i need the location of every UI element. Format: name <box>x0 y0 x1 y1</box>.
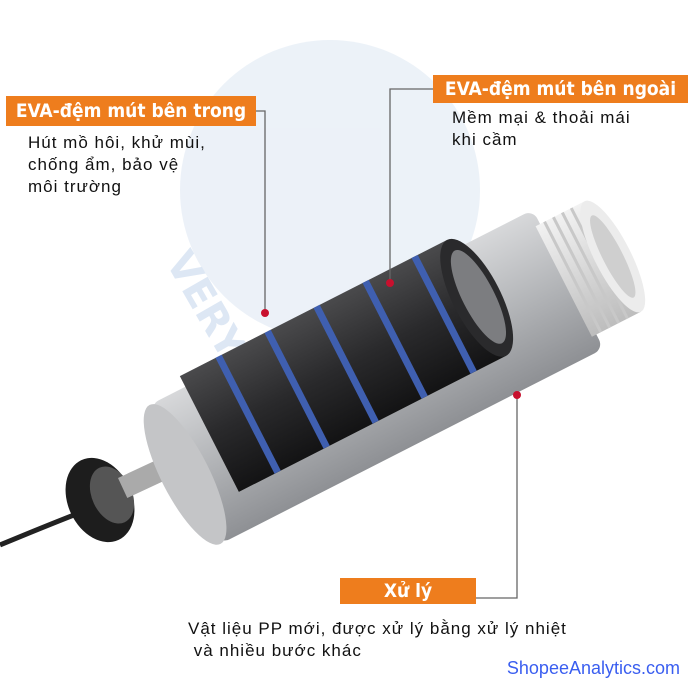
label-inner-foam: EVA-đệm mút bên trong <box>6 96 256 126</box>
desc-inner-foam: Hút mồ hôi, khử mùi, chống ẩm, bảo vệ mô… <box>28 132 258 198</box>
desc-line: môi trường <box>28 177 122 196</box>
swivel-knob <box>65 452 182 543</box>
marker-dot <box>513 391 521 399</box>
label-outer-foam: EVA-đệm mút bên ngoài <box>433 75 688 103</box>
desc-processing: Vật liệu PP mới, được xử lý bằng xử lý n… <box>188 618 608 662</box>
desc-line: và nhiều bước khác <box>188 641 362 660</box>
desc-line: Hút mồ hôi, khử mùi, <box>28 133 206 152</box>
desc-line: chống ẩm, bảo vệ <box>28 155 180 174</box>
desc-line: Vật liệu PP mới, được xử lý bằng xử lý n… <box>188 619 567 638</box>
desc-line: Mềm mại & thoải mái <box>452 108 631 127</box>
desc-outer-foam: Mềm mại & thoải mái khi cầm <box>452 107 682 151</box>
label-processing: Xử lý <box>340 578 476 604</box>
brand-watermark: ShopeeAnalytics.com <box>506 658 680 678</box>
marker-dot <box>386 279 394 287</box>
desc-line: khi cầm <box>452 130 518 149</box>
marker-dot <box>261 309 269 317</box>
handle-body <box>143 200 646 545</box>
